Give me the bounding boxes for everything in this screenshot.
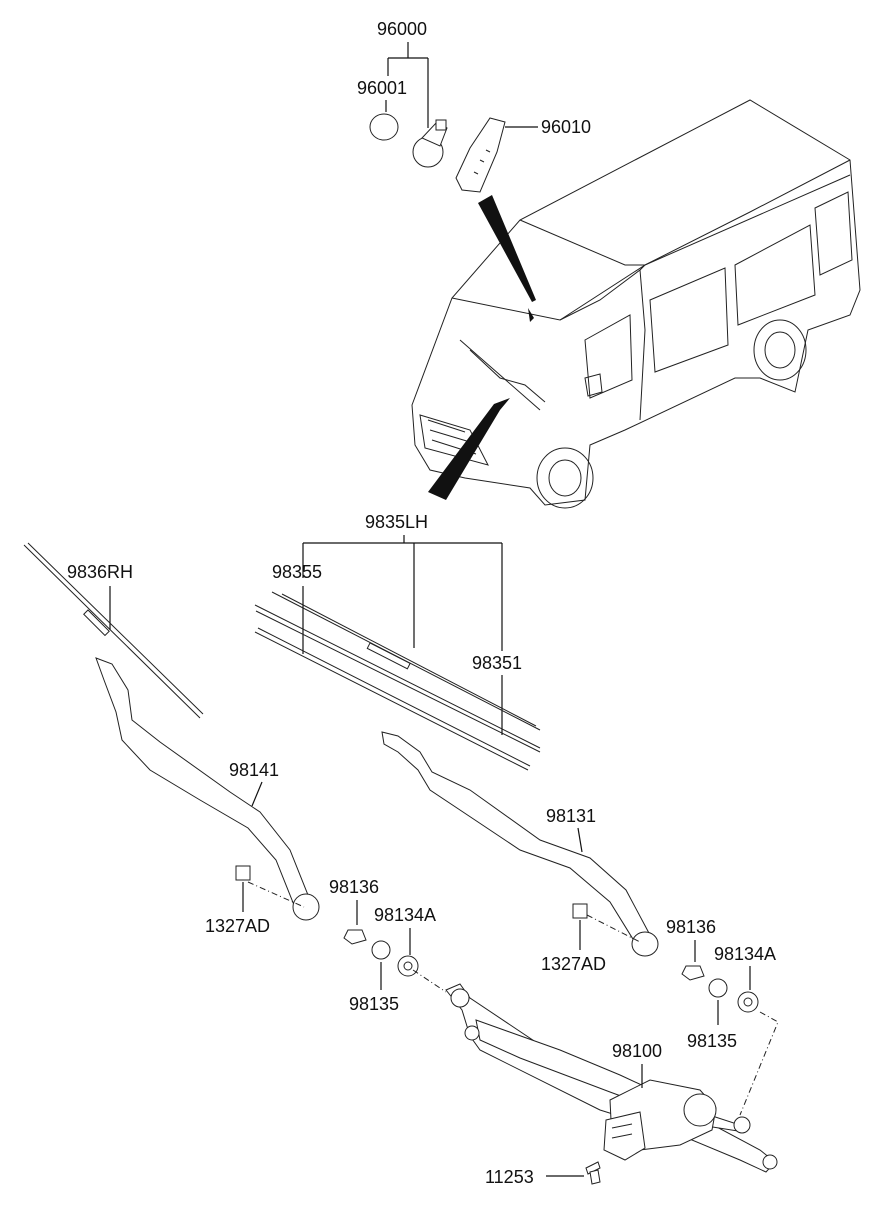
label-98135-right[interactable]: 98135 [687,1031,737,1051]
label-98131[interactable]: 98131 [546,806,596,826]
label-98134A-right[interactable]: 98134A [714,944,776,964]
label-98134A-left[interactable]: 98134A [374,905,436,925]
right-bushing-98134A [737,991,759,1013]
right-arm-group: 98131 1327AD 98136 98134A 98135 [381,731,776,1051]
label-96000[interactable]: 96000 [377,19,427,39]
mount-bolt-part [585,1161,601,1175]
right-nut-1327AD [572,903,588,919]
linkage-motor-group: 98100 11253 [412,969,779,1187]
sensor-pointer-arrow [478,195,536,302]
left-wiper-arm-part [95,657,313,916]
wiper-pointer-arrow [428,398,510,500]
label-98135-left[interactable]: 98135 [349,994,399,1014]
label-11253[interactable]: 11253 [485,1167,534,1187]
sensor-bracket-part [455,117,506,193]
label-96001[interactable]: 96001 [357,78,407,98]
left-nut-1327AD [235,865,251,881]
label-98136-right[interactable]: 98136 [666,917,716,937]
label-9835LH[interactable]: 9835LH [365,512,428,532]
label-98351[interactable]: 98351 [472,653,522,673]
left-bushing-98134A [397,955,419,977]
right-nut-98136 [681,965,705,981]
blade-group: 9835LH 98355 98351 9836RH [23,512,541,771]
rain-sensor-group: 96000 96001 96010 [357,19,591,193]
left-arm-group: 98141 1327AD 98136 98134A 98135 [95,657,436,1014]
rh-blade-part [23,542,204,719]
label-9836RH[interactable]: 9836RH [67,562,133,582]
label-1327AD-left[interactable]: 1327AD [205,916,270,936]
label-98136-left[interactable]: 98136 [329,877,379,897]
label-98100[interactable]: 98100 [612,1041,662,1061]
left-nut-98136 [343,929,367,945]
sensor-cover-part [369,113,399,141]
van-illustration [411,99,861,509]
label-98141[interactable]: 98141 [229,760,279,780]
label-98355[interactable]: 98355 [272,562,322,582]
label-1327AD-right[interactable]: 1327AD [541,954,606,974]
label-96010[interactable]: 96010 [541,117,591,137]
rain-sensor-part [412,119,448,168]
right-washer-98135 [708,978,728,998]
left-washer-98135 [371,940,391,960]
